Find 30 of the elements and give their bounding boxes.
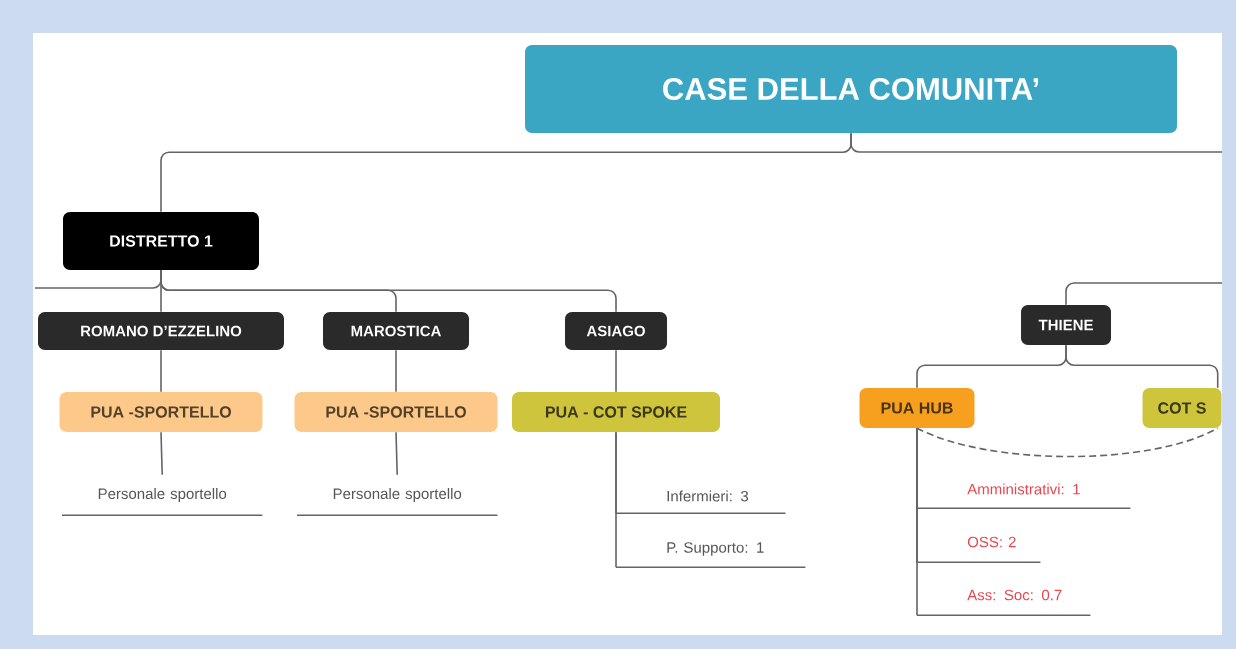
staff-label: Personale sportello xyxy=(296,488,499,516)
staff-label: Amministrativi: 1 xyxy=(916,483,1132,509)
connector-line xyxy=(615,431,617,568)
location-box: THIENE xyxy=(1021,305,1111,345)
connector-line xyxy=(850,132,1223,153)
connector-line xyxy=(395,349,397,393)
dashed-connector xyxy=(916,427,1219,458)
staff-label: Infermieri: 3 xyxy=(615,490,787,514)
staff-label: P. Supporto: 1 xyxy=(615,542,807,568)
staff-label: Personale sportello xyxy=(61,488,264,516)
service-box: PUA -SPORTELLO xyxy=(59,392,263,432)
connector-line xyxy=(1065,344,1219,389)
connector-line xyxy=(34,269,162,289)
district-box: DISTRETTO 1 xyxy=(63,212,259,270)
connector-line xyxy=(160,431,163,476)
location-box: MAROSTICA xyxy=(323,312,469,350)
staff-label: OSS: 2 xyxy=(916,536,1042,563)
service-box: COT S xyxy=(1142,388,1222,428)
location-box: ASIAGO xyxy=(565,312,667,350)
staff-label: Ass: Soc: 0.7 xyxy=(916,589,1092,616)
connector-line xyxy=(160,349,162,393)
service-box: PUA - COT SPOKE xyxy=(512,392,720,432)
service-box: PUA HUB xyxy=(859,388,975,428)
connector-line xyxy=(395,431,398,476)
connector-line xyxy=(916,427,918,616)
connector-line xyxy=(1065,282,1223,306)
title-box: CASE DELLA COMUNITA’ xyxy=(525,45,1177,133)
location-box: ROMANO D’EZZELINO xyxy=(38,312,284,350)
service-box: PUA -SPORTELLO xyxy=(294,392,498,432)
connector-line xyxy=(615,349,617,393)
